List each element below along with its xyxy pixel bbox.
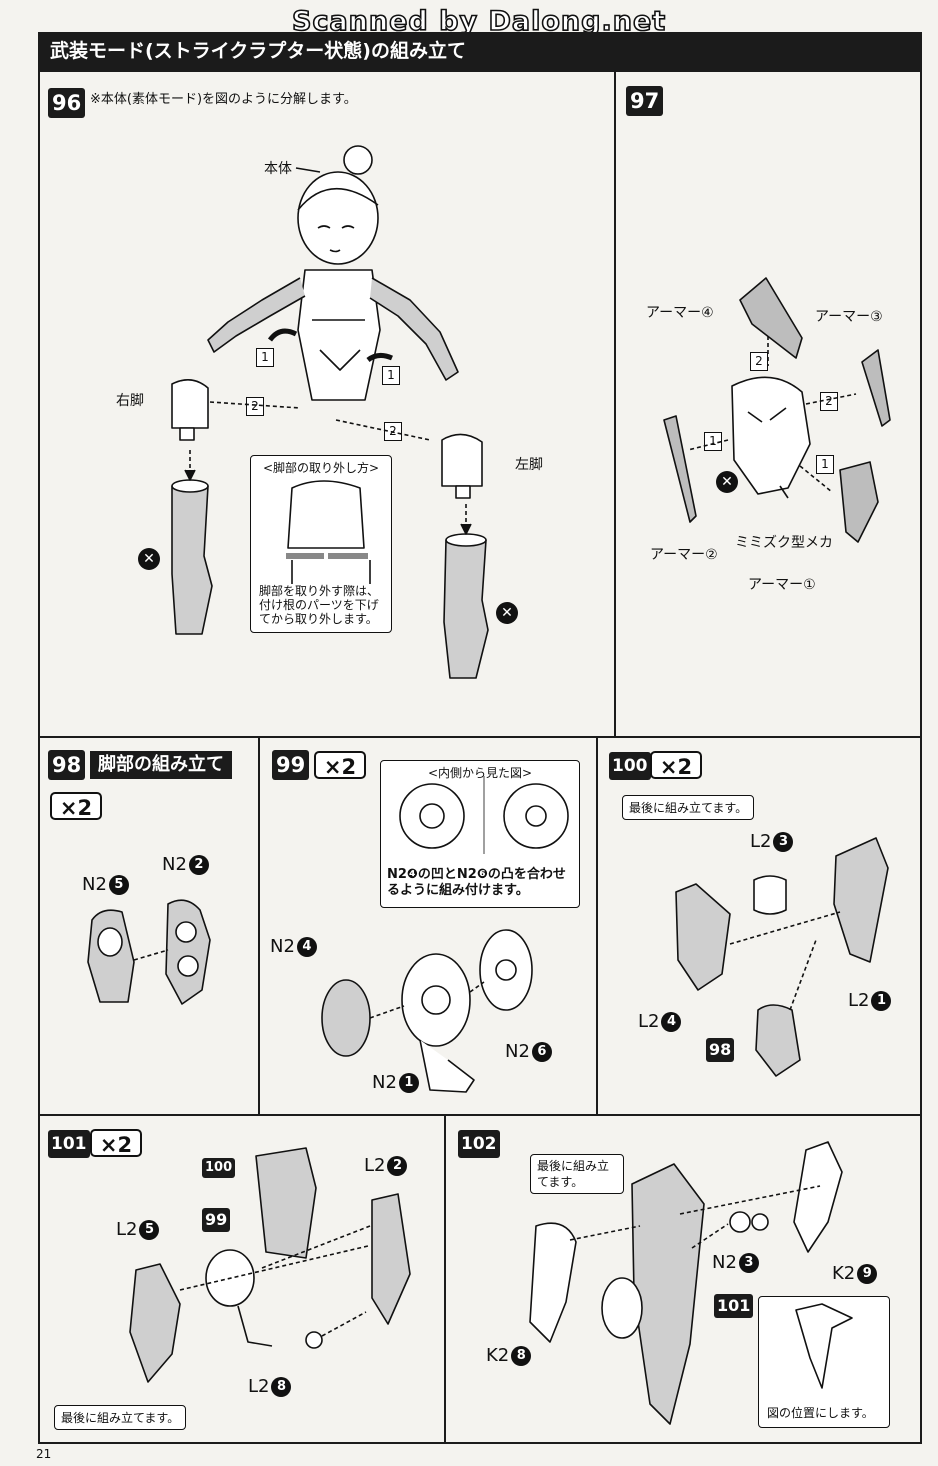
label-left-leg: 左脚 — [515, 457, 543, 473]
inset-title: <内側から見た図> — [427, 766, 533, 780]
section-title: 脚部の組み立て — [90, 751, 232, 779]
label-armor-4: アーマー④ — [646, 305, 714, 321]
label-owl-mecha: ミミズク型メカ — [735, 535, 833, 551]
label-armor-2: アーマー② — [650, 547, 718, 563]
step-reference: 98 — [706, 1038, 735, 1062]
divider — [258, 736, 260, 1114]
step-number: 100 — [609, 752, 651, 780]
step-number: 99 — [272, 750, 310, 780]
step-reference: 100 — [202, 1158, 236, 1178]
step-number: 98 — [48, 750, 86, 780]
sequence-marker: 1 — [382, 366, 400, 385]
step-number: 97 — [626, 86, 664, 116]
label-armor-3: アーマー③ — [815, 309, 883, 325]
label-right-leg: 右脚 — [116, 393, 144, 409]
divider — [596, 736, 598, 1114]
step-number: 102 — [458, 1130, 500, 1158]
step-number: 96 — [48, 88, 86, 118]
sequence-marker: 2 — [246, 397, 264, 416]
step-reference: 99 — [202, 1208, 231, 1232]
step-number: 101 — [48, 1130, 90, 1158]
sequence-marker: 1 — [704, 432, 722, 451]
divider — [38, 1114, 922, 1116]
owl-mecha-illustration — [731, 376, 811, 499]
quantity-badge: ×2 — [650, 751, 702, 779]
remove-mark-icon: ✕ — [496, 602, 518, 624]
page-frame — [38, 70, 922, 1444]
inset-text: 図の位置にします。 — [767, 1406, 874, 1420]
sequence-marker: 2 — [750, 352, 768, 371]
inset-title: <脚部の取り外し方> — [262, 461, 380, 475]
callout-assemble-last: 最後に組み立てます。 — [622, 795, 755, 820]
label-body: 本体 — [264, 161, 292, 177]
figure-head-illustration — [295, 145, 379, 265]
divider — [614, 70, 616, 736]
label-armor-1: アーマー① — [748, 577, 816, 593]
right-leg-illustration — [171, 379, 213, 635]
page-header: 武装モード(ストライクラプター状態)の組み立て — [38, 32, 922, 70]
step-reference: 101 — [714, 1294, 754, 1318]
divider — [444, 1114, 446, 1444]
callout-assemble-last: 最後に組み立てます。 — [54, 1405, 187, 1430]
figure-torso-illustration — [207, 269, 459, 401]
left-leg-illustration — [441, 433, 489, 679]
inset-text: 脚部を取り外す際は、付け根のパーツを下げてから取り外します。 — [259, 584, 380, 626]
step-instruction: ※本体(素体モード)を図のように分解します。 — [90, 92, 357, 107]
quantity-badge: ×2 — [90, 1129, 142, 1157]
page-number: 21 — [36, 1447, 52, 1461]
divider — [38, 736, 922, 738]
sequence-marker: 1 — [816, 455, 834, 474]
quantity-badge: ×2 — [314, 751, 366, 779]
sequence-marker: 1 — [256, 348, 274, 367]
remove-mark-icon: ✕ — [138, 548, 160, 570]
remove-mark-icon: ✕ — [716, 471, 738, 493]
inset-text: N2❹の凹とN2❻の凸を合わせるように組み付けます。 — [387, 867, 566, 898]
callout-assemble-last: 最後に組み立てます。 — [530, 1154, 624, 1194]
quantity-badge: ×2 — [50, 792, 102, 820]
